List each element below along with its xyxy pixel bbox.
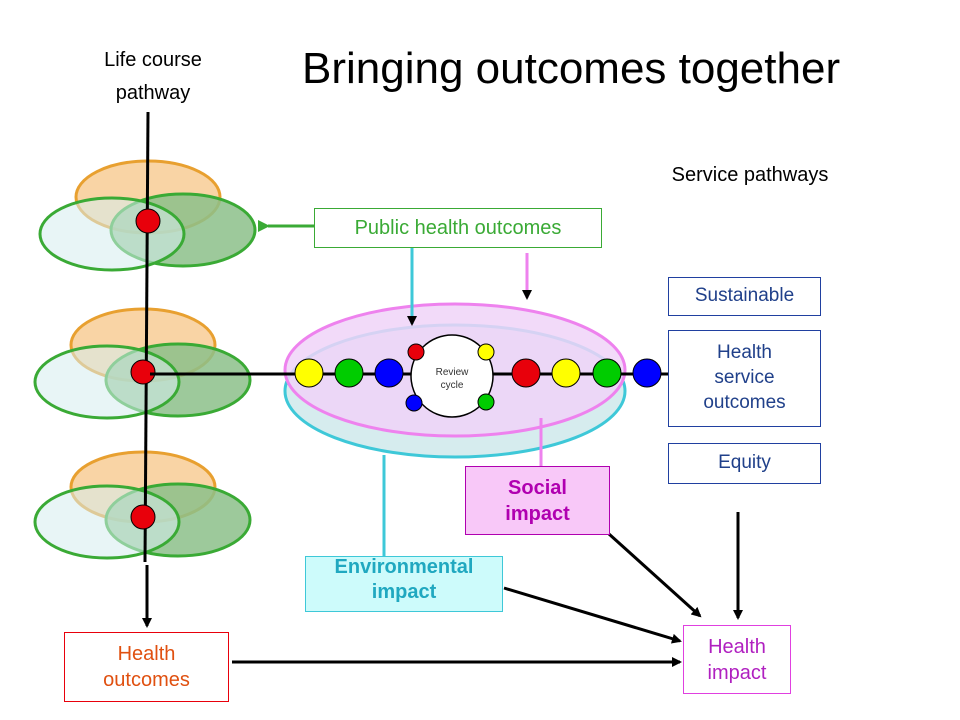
venn-group-bottom xyxy=(33,450,252,560)
equity-box: Equity xyxy=(668,443,821,484)
health-service-outcomes-line1: Health xyxy=(717,342,772,364)
service-pathways-label: Service pathways xyxy=(671,164,829,186)
social-impact-line1: Social xyxy=(508,476,567,499)
environmental-to-health-impact-arrow xyxy=(503,586,682,644)
pathway-node-green xyxy=(592,358,622,388)
sustainable-box: Sustainable xyxy=(668,277,821,316)
review-node-red xyxy=(407,343,425,361)
health-impact-line2: impact xyxy=(707,661,767,684)
life-course-label-line2: pathway xyxy=(115,82,191,104)
review-node-blue xyxy=(405,394,423,412)
venn-node-red xyxy=(130,504,156,530)
health-outcomes-line1: Health xyxy=(117,643,176,665)
life-course-line xyxy=(143,111,150,563)
social-to-health-impact-arrow xyxy=(607,532,702,618)
pathway-node-yellow xyxy=(294,358,324,388)
health-service-outcomes-box: Health service outcomes xyxy=(668,330,821,427)
pathway-node-yellow xyxy=(551,358,581,388)
environmental-impact-box: Environmental impact xyxy=(305,556,503,612)
life-course-label-line1: Life course xyxy=(104,49,202,71)
health-service-outcomes-line3: outcomes xyxy=(703,391,786,413)
health-outcomes-box: Health outcomes xyxy=(64,632,229,702)
environmental-impact-line1: Environmental xyxy=(334,556,474,578)
pathway-node-green xyxy=(334,358,364,388)
pathway-node-blue xyxy=(374,358,404,388)
venn-lightblue-ellipse xyxy=(38,196,186,272)
venn-lightblue-ellipse xyxy=(33,344,181,420)
social-impact-line2: impact xyxy=(505,502,570,525)
venn-node-red xyxy=(130,359,156,385)
health-impact-box: Health impact xyxy=(683,625,791,694)
health-outcomes-line2: outcomes xyxy=(103,669,190,691)
review-cycle-label: Review cycle xyxy=(420,366,484,392)
pathway-node-red xyxy=(511,358,541,388)
health-impact-line1: Health xyxy=(708,635,766,658)
life-course-label: Life course pathway xyxy=(78,44,228,110)
review-node-green xyxy=(477,393,495,411)
review-cycle-circle xyxy=(410,334,494,418)
page-title: Bringing outcomes together xyxy=(302,44,841,93)
venn-node-red xyxy=(135,208,161,234)
venn-lightblue-ellipse xyxy=(33,484,181,560)
public-health-outcomes-box: Public health outcomes xyxy=(314,208,602,248)
health-service-outcomes-line2: service xyxy=(714,367,775,389)
review-cycle-label-line2: cycle xyxy=(440,380,464,391)
review-cycle-label-line1: Review xyxy=(435,367,469,378)
review-node-yellow xyxy=(477,343,495,361)
pathway-node-blue xyxy=(632,358,662,388)
social-impact-box: Social impact xyxy=(465,466,610,535)
environmental-impact-line2: impact xyxy=(371,581,437,603)
